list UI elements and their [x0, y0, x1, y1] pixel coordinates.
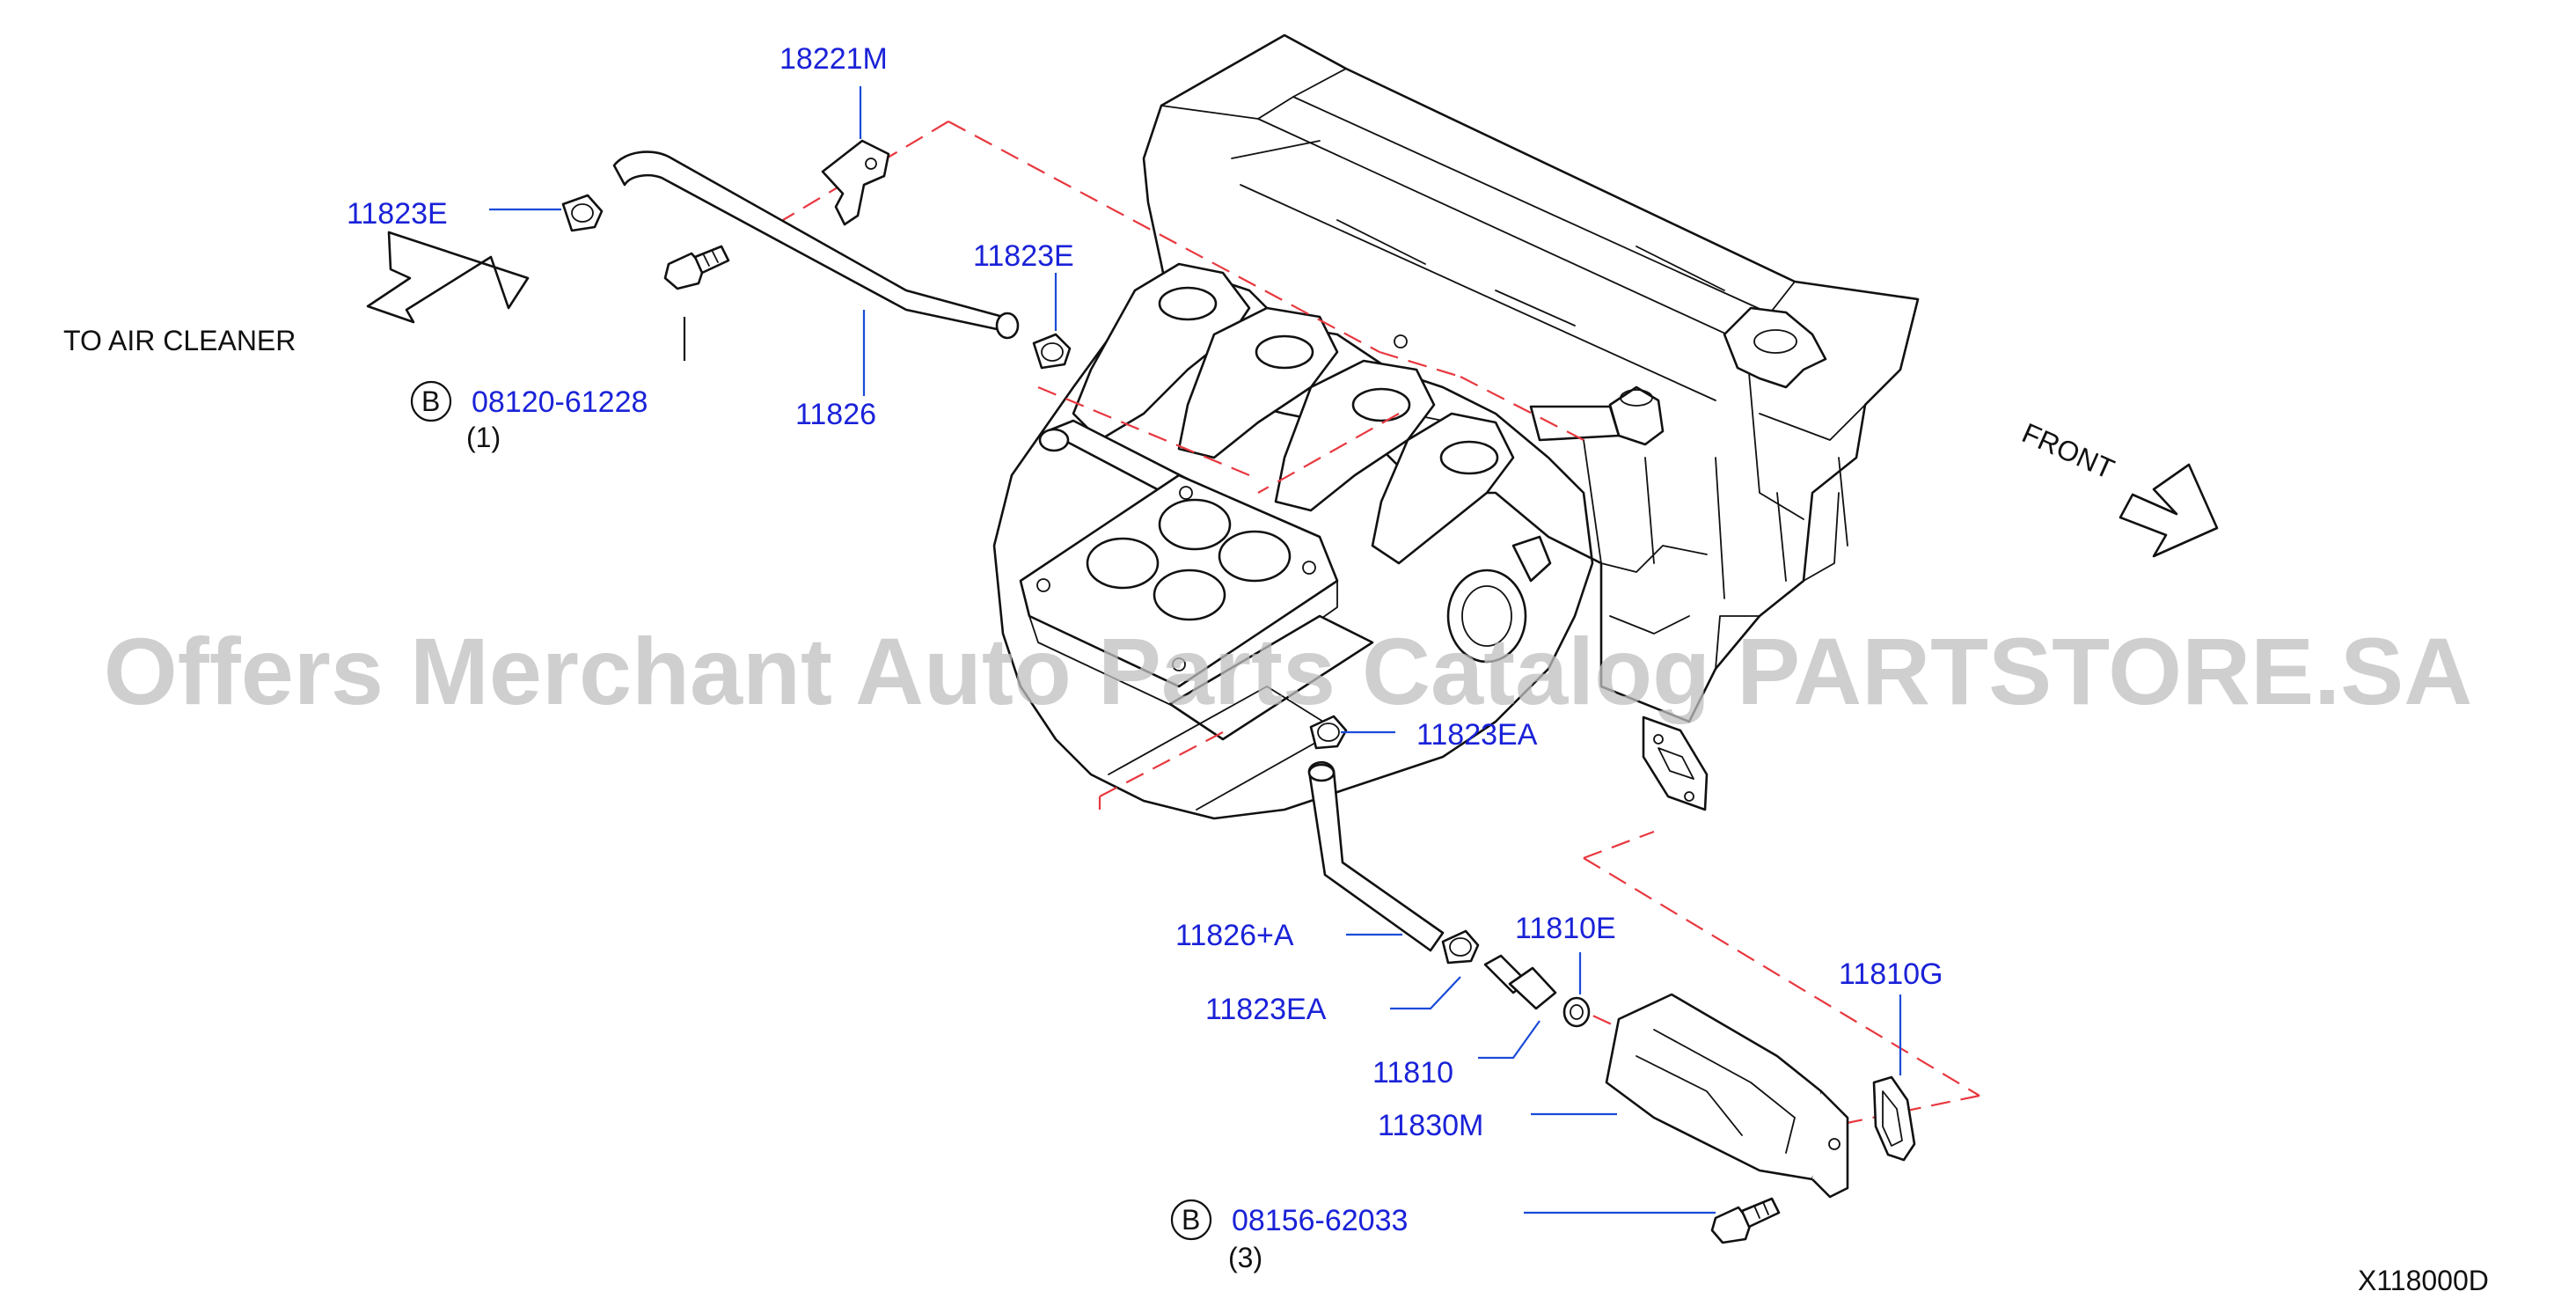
label-to-air-cleaner: TO AIR CLEANER — [63, 325, 296, 356]
bolt-08120-61228[interactable] — [663, 245, 730, 290]
front-arrow-icon — [2119, 463, 2219, 558]
clamp-11823EA-bottom[interactable] — [1441, 929, 1480, 965]
bolt-08156-62033[interactable] — [1710, 1197, 1781, 1244]
label-08156-62033[interactable]: 08156-62033 — [1232, 1204, 1408, 1237]
label-11823EA-top[interactable]: 11823EA — [1416, 718, 1538, 752]
to-air-cleaner-arrow-icon — [366, 231, 530, 324]
throttle-bore — [1446, 535, 1552, 664]
clamp-11823EA-top[interactable] — [1309, 715, 1348, 750]
bolt-prefix-b: B — [421, 385, 440, 417]
throttle-body-flange — [1019, 473, 1339, 714]
hose-11826[interactable] — [612, 150, 1020, 340]
bolt-08156-callout[interactable]: B 08156-62033 (3) — [1170, 1199, 1408, 1273]
label-18221M[interactable]: 18221M — [779, 42, 888, 76]
label-11830M[interactable]: 11830M — [1378, 1109, 1483, 1142]
gasket-11810G[interactable] — [1872, 1075, 1916, 1162]
engine-block-illustration — [1142, 33, 1920, 811]
label-08120-61228[interactable]: 08120-61228 — [472, 385, 648, 419]
label-11823EA-bottom[interactable]: 11823EA — [1205, 993, 1327, 1026]
bracket-18221M[interactable] — [821, 139, 890, 226]
bolt-circle-icon — [410, 380, 452, 422]
clamp-11823E-left[interactable] — [561, 194, 604, 232]
label-11823E-left[interactable]: 11823E — [347, 197, 448, 231]
label-11810G[interactable]: 11810G — [1839, 957, 1943, 991]
intake-manifold-illustration — [992, 262, 1594, 820]
bolt-prefix-b: B — [1182, 1204, 1200, 1236]
hose-11826A[interactable] — [1307, 760, 1445, 952]
bolt-08120-callout[interactable]: B 08120-61228 (1) — [410, 380, 648, 453]
label-11810E[interactable]: 11810E — [1515, 912, 1616, 945]
watermark-text: Offers Merchant Auto Parts Catalog PARTS… — [104, 618, 2472, 724]
label-08156-qty: (3) — [1228, 1242, 1262, 1273]
label-11810[interactable]: 11810 — [1372, 1056, 1453, 1090]
oil-separator-11830M[interactable] — [1605, 993, 1849, 1199]
label-front: FRONT — [2017, 417, 2119, 486]
leader-lines — [489, 86, 1902, 1214]
label-11826A[interactable]: 11826+A — [1175, 919, 1294, 952]
clamp-11823E-right[interactable] — [1032, 333, 1072, 370]
label-08120-qty: (1) — [466, 422, 501, 453]
block-gasket — [1642, 715, 1709, 811]
label-11826[interactable]: 11826 — [795, 398, 876, 431]
bolt-circle-icon — [1170, 1199, 1212, 1241]
label-11823E-right[interactable]: 11823E — [973, 239, 1074, 273]
pcv-valve-11810[interactable] — [1483, 954, 1557, 1010]
diagram-code: X118000D — [2358, 1265, 2489, 1296]
oil-filler-cap — [1723, 306, 1827, 389]
grommet-11810E[interactable] — [1562, 996, 1591, 1028]
